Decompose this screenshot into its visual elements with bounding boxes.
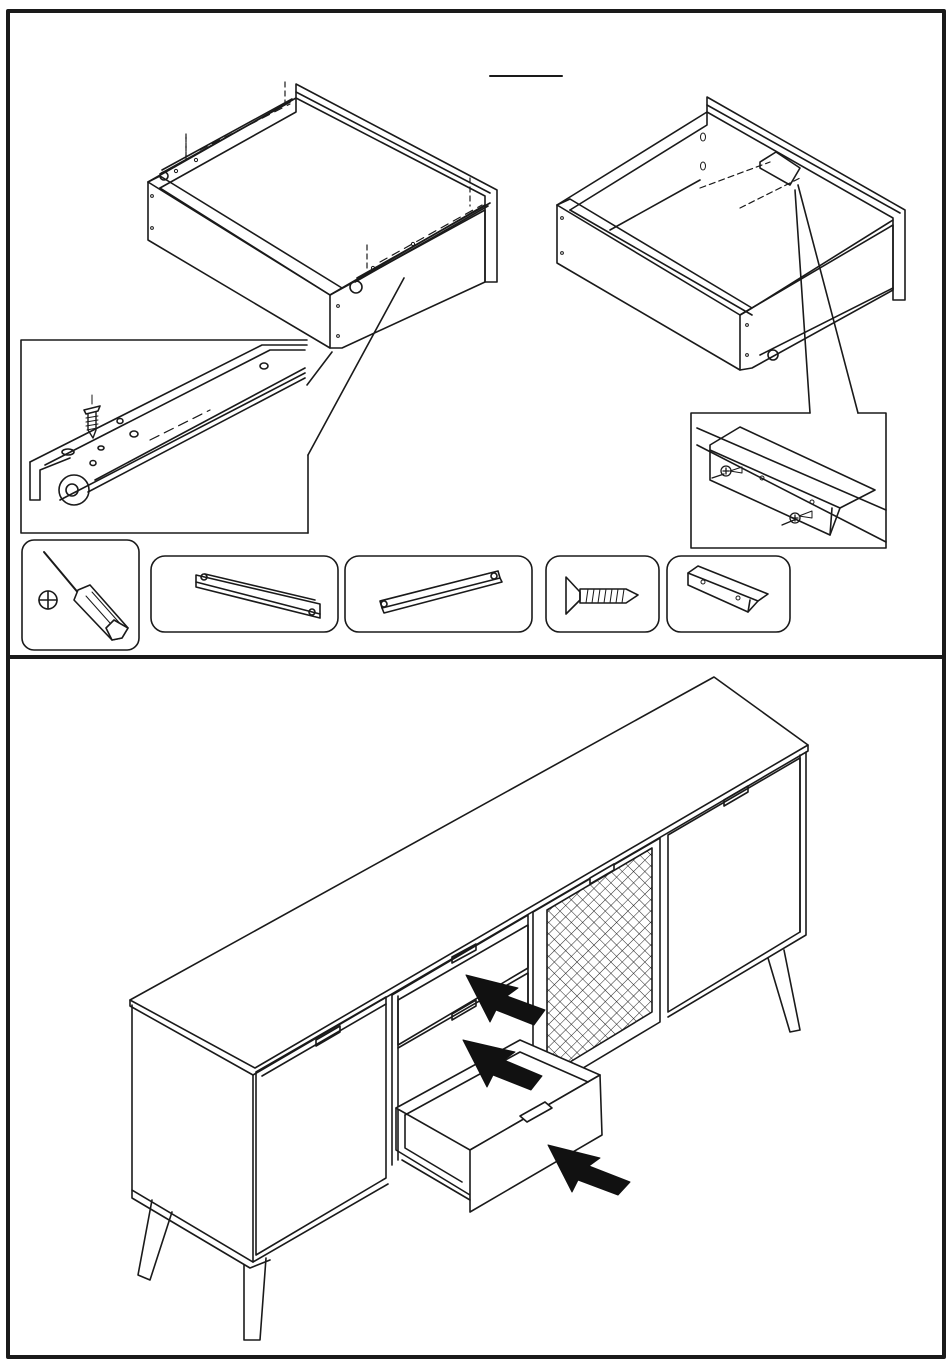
- drawer-runner-icon: [151, 556, 338, 632]
- phillips-screwdriver-icon: [22, 540, 139, 650]
- sideboard-leg: [244, 1258, 266, 1340]
- drawer-with-back-bracket: [557, 97, 905, 413]
- runner-screw-detail: [21, 340, 308, 533]
- parts-row: [22, 540, 790, 650]
- wood-screw-icon: [546, 556, 659, 632]
- sideboard-with-drawers: [130, 677, 808, 1340]
- bracket-screw-detail: [691, 413, 886, 548]
- drawer-with-runners: [148, 82, 497, 533]
- drawer-stop-bracket-icon: [667, 556, 790, 632]
- drawer-runner-icon: [345, 556, 532, 632]
- right-door: [668, 758, 800, 1012]
- push-arrow: [548, 1145, 630, 1195]
- sideboard-leg: [768, 950, 800, 1032]
